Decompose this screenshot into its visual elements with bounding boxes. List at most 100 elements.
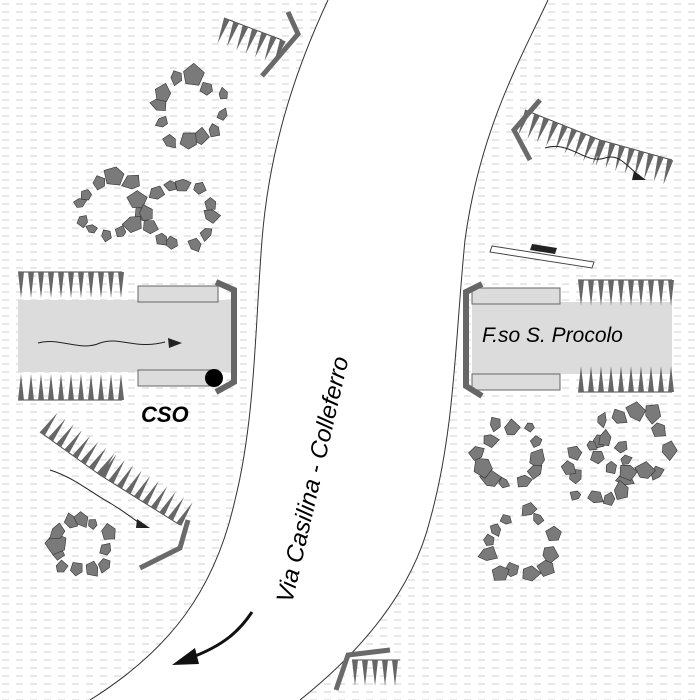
tree-leaf: [174, 178, 192, 192]
slope-tick: [40, 412, 58, 436]
tree-leaf: [80, 189, 92, 201]
tree-leaf: [504, 418, 521, 436]
slope-tick: [133, 475, 151, 500]
slope-tick: [28, 272, 34, 298]
slope-tick: [527, 113, 540, 139]
slope-arrows: [49, 145, 646, 528]
slope-tick: [159, 491, 176, 516]
tree-leaf: [199, 81, 213, 96]
tree-leaf: [85, 224, 98, 234]
slope-tick: [624, 148, 635, 174]
tree-leaf: [598, 428, 612, 447]
tree-leaf: [103, 166, 125, 186]
slope-tick: [96, 453, 115, 477]
tree-leaf: [121, 174, 140, 190]
tree-leaf: [199, 228, 213, 242]
slope-tick: [648, 366, 654, 392]
slope-tick: [72, 435, 91, 459]
tree-leaf: [605, 460, 617, 474]
tree-leaf: [55, 559, 69, 573]
tree-leaf: [619, 464, 638, 481]
wall-bottom-center: [333, 647, 391, 691]
slope-tick: [98, 374, 104, 400]
slope-tick: [644, 153, 654, 180]
tree-leaf: [569, 490, 582, 501]
slope-channel-right-top: [578, 279, 674, 306]
slope-tick: [254, 32, 268, 58]
tree-leaf: [536, 559, 555, 577]
tree-leaf: [73, 511, 89, 528]
slope-tick: [668, 366, 674, 392]
slope-tick: [116, 465, 134, 489]
tree-clusters: [44, 62, 678, 582]
road-surface: [90, 0, 548, 700]
cso-outfall-dot: [205, 369, 223, 387]
tree-leaf: [587, 490, 604, 504]
slope-tick: [605, 142, 616, 169]
tree-leaf: [529, 435, 543, 448]
road-edge-left: [89, 0, 329, 700]
slope-top-right: [518, 109, 674, 185]
slope-tick: [608, 366, 614, 392]
slope-tick: [618, 280, 624, 306]
wall-top-left: [260, 10, 301, 78]
embankment-slopes: [18, 10, 674, 691]
tree-leaf: [625, 401, 647, 422]
tree-leaf: [499, 514, 512, 525]
slope-tick: [48, 418, 66, 442]
slope-tick: [555, 124, 568, 151]
tree-leaf: [98, 558, 111, 574]
slope-tick: [536, 117, 550, 143]
slope-tick: [78, 374, 84, 400]
slope-bottom-center: [352, 659, 400, 686]
slope-tick: [578, 280, 584, 306]
slope-tick: [226, 21, 239, 47]
slope-tick: [38, 272, 44, 298]
slope-tick: [598, 280, 604, 306]
tree-leaf: [483, 533, 495, 546]
wall-top-right: [510, 98, 542, 162]
slope-tick: [352, 660, 358, 686]
tree-leaf: [526, 465, 543, 480]
tree-leaf: [70, 562, 83, 577]
tree-leaf: [533, 512, 545, 526]
slope-tick: [658, 366, 664, 392]
tree-leaf: [473, 458, 493, 479]
tree-leaf: [483, 434, 500, 448]
tree-leaf: [88, 519, 98, 530]
channel-right: [463, 281, 672, 399]
slope-tick: [38, 374, 44, 400]
tree-leaf: [613, 440, 628, 454]
slope-tick: [78, 272, 84, 298]
slope-tick: [362, 660, 368, 686]
slope-tick: [588, 366, 594, 392]
slope-tick: [125, 470, 142, 495]
flow-arrow: [37, 340, 166, 347]
road-edge-right: [299, 0, 549, 700]
tree-leaf: [170, 70, 183, 87]
flow-arrow-head: [168, 338, 182, 348]
slope-tick: [48, 272, 54, 298]
tree-leaf: [216, 107, 228, 121]
tree-leaf: [602, 491, 616, 506]
tree-leaf: [516, 474, 533, 488]
tree-leaf: [163, 180, 177, 192]
tree-leaf: [143, 220, 159, 235]
slope-tick: [638, 280, 644, 306]
slope-tick: [648, 280, 654, 306]
slope-tick: [142, 481, 159, 505]
slope-tick: [108, 459, 125, 484]
tree-leaf: [139, 204, 153, 222]
slope-tick: [578, 366, 584, 392]
tree-leaf: [179, 132, 197, 150]
slope-tick: [638, 366, 644, 392]
tree-leaf: [645, 404, 662, 425]
slope-tick: [658, 280, 664, 306]
tree-leaf: [101, 229, 112, 243]
slope-tick: [48, 374, 54, 400]
tree-leaf: [545, 525, 562, 542]
slope-tick: [545, 121, 559, 147]
pipe-valve: [530, 244, 557, 254]
slope-tick: [264, 35, 277, 62]
tree-leaf: [489, 523, 502, 537]
